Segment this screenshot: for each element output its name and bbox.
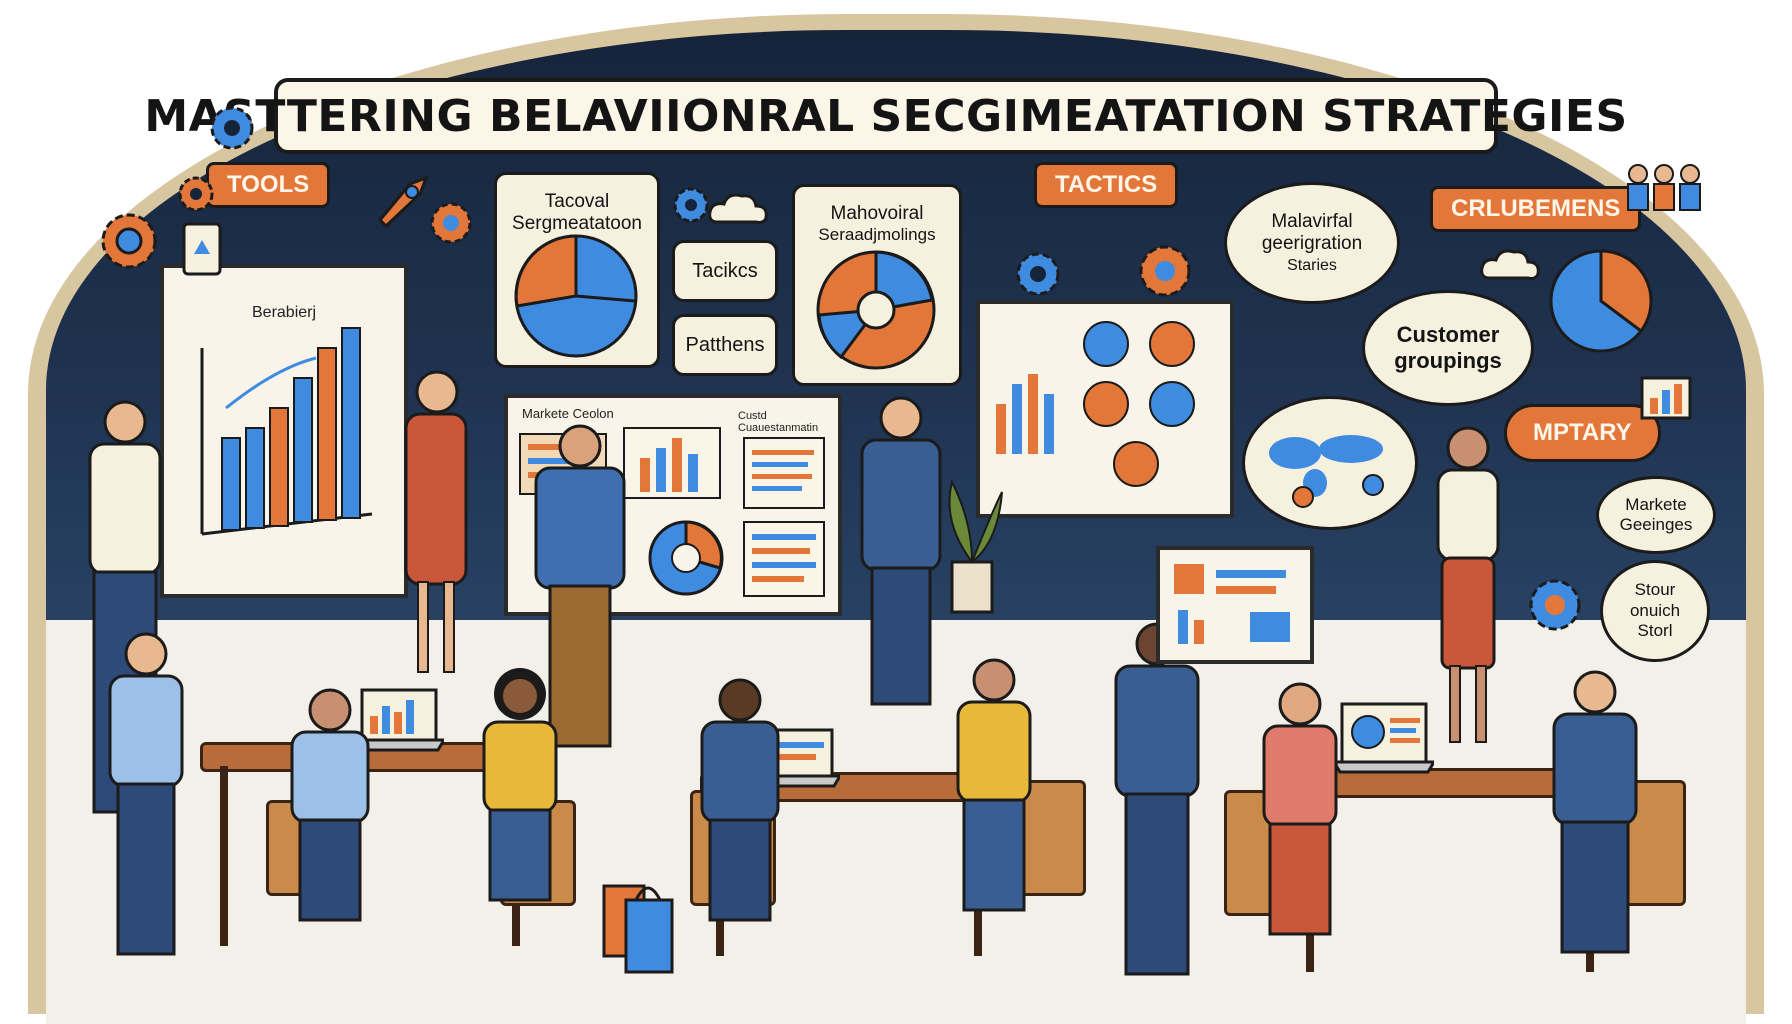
chart-icon (1640, 376, 1692, 420)
center-board-label-1: Markete Ceolon (522, 406, 614, 421)
bubble-stour-line1: Stour (1634, 580, 1676, 600)
person-seated (700, 678, 780, 922)
laptop-icon (1334, 702, 1434, 774)
bubble-markete-line2: Geeinges (1619, 515, 1693, 534)
gear-icon (101, 213, 157, 269)
person-suit (860, 396, 942, 706)
right-board-graphics (996, 321, 1195, 487)
gear-icon (1529, 579, 1581, 631)
person-presenter-right (1436, 426, 1500, 743)
gear-icon (673, 187, 709, 223)
bubble-customer-line2: groupings (1394, 348, 1502, 373)
person-standing-center-right (1114, 622, 1200, 976)
easel-board (1156, 546, 1314, 664)
gear-icon (430, 202, 472, 244)
person-seated (1552, 670, 1638, 954)
person-whiteboard (534, 424, 626, 748)
pill-tacikcs: Tacikcs (672, 240, 778, 302)
shopping-bag-icon (602, 884, 674, 974)
bubble-malavirfal-line2: geerigration (1261, 233, 1363, 255)
people-icon (1627, 164, 1701, 211)
card-tacoval: Tacoval Sergmeatatoon (494, 172, 660, 368)
world-map-icon (1269, 435, 1384, 508)
page-title: MASTTERING BELAVIIONRAL SECGIMEATATION S… (144, 78, 1627, 154)
tag-tools: TOOLS (206, 162, 331, 208)
bubble-malavirfal: Malavirfal geerigration Staries (1224, 182, 1400, 304)
person-standing-phone (108, 632, 184, 956)
gear-icon (178, 176, 214, 212)
gear-icon (1139, 245, 1191, 297)
bubble-customer-line1: Customer (1396, 321, 1500, 347)
donut-chart-icon (816, 250, 936, 370)
pie-chart-icon (1549, 249, 1653, 353)
bubble-markete-line1: Markete (1625, 494, 1687, 514)
person-presenter (404, 370, 468, 673)
person-seated (482, 668, 558, 902)
cloud-icon (1480, 249, 1540, 280)
tag-tactics: TACTICS (1034, 162, 1179, 208)
person-seated (1262, 682, 1338, 936)
card-tacoval-line2: Sergmeatatoon (512, 212, 642, 234)
bubble-stour-line2: onuich (1629, 600, 1681, 620)
card-mahovoiral: Mahovoiral Seraadjmolings (792, 184, 962, 386)
bubble-customer-groupings: Customer groupings (1362, 290, 1534, 406)
easel-graphics (1174, 564, 1290, 644)
table-leg (220, 766, 228, 946)
rocket-icon (377, 175, 429, 229)
bar-chart-graphic (200, 327, 373, 536)
laptop-icon (354, 688, 444, 752)
bubble-stour: Stour onuich Storl (1600, 560, 1710, 662)
person-seated (956, 658, 1032, 912)
cloud-icon (708, 193, 768, 224)
card-mahovoiral-line2: Seraadjmolings (818, 224, 936, 244)
projection-board: Berabierj (160, 264, 408, 598)
card-tacoval-line1: Tacoval (544, 191, 610, 212)
projection-board-label: Berabierj (252, 304, 317, 321)
right-data-board (976, 300, 1234, 518)
card-mahovoiral-line1: Mahovoiral (830, 203, 924, 224)
world-map-bubble (1242, 396, 1418, 530)
bubble-stour-line3: Storl (1637, 621, 1673, 641)
tag-mptary: MPTARY (1504, 404, 1661, 462)
bubble-malavirfal-line1: Malavirfal (1271, 210, 1353, 232)
bubble-malavirfal-line3: Staries (1287, 257, 1337, 275)
plant-icon (948, 479, 1003, 614)
tablet-icon (182, 222, 222, 276)
pill-patthens: Patthens (672, 314, 778, 376)
center-board-label-2: Custd Cuauestanmatin (738, 410, 819, 434)
gear-icon (1016, 252, 1060, 296)
person-seated (290, 688, 370, 922)
pie-chart-icon (514, 234, 638, 358)
tag-crlubemens: CRLUBEMENS (1430, 186, 1642, 232)
gear-icon (210, 106, 254, 150)
bubble-markete: Markete Geeinges (1596, 476, 1716, 554)
